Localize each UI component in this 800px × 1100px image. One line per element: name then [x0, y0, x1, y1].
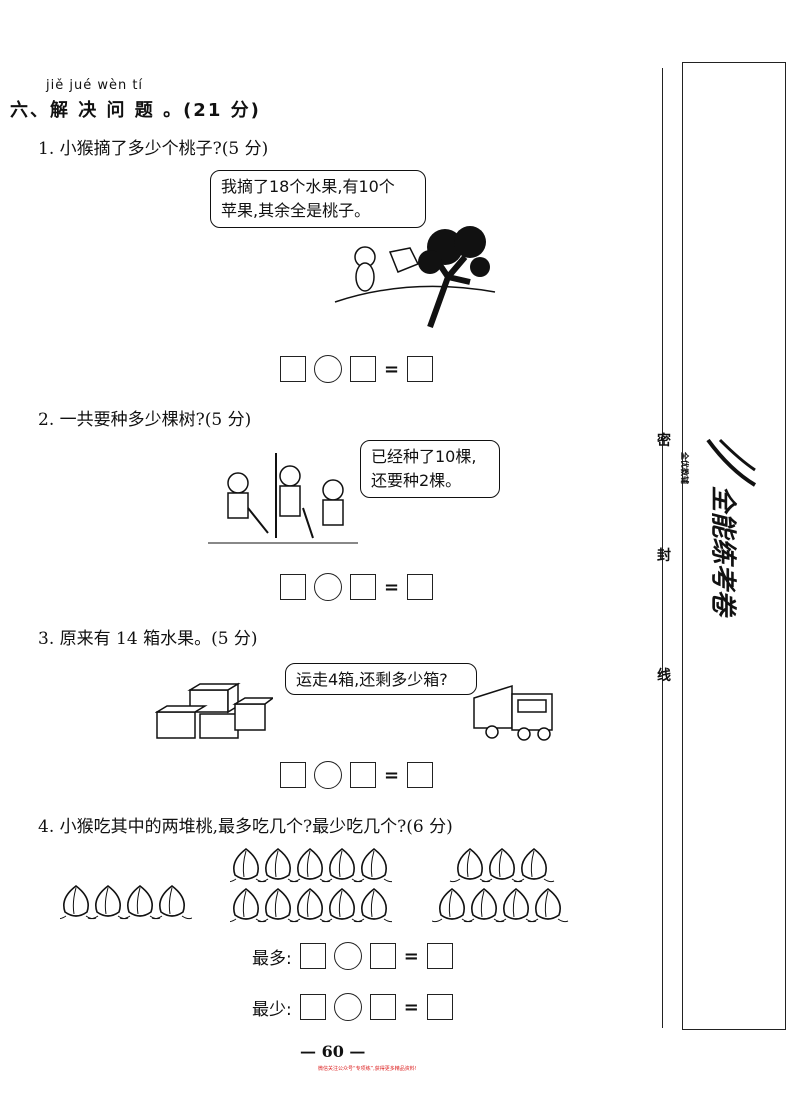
answer-box[interactable] [280, 762, 306, 788]
answer-box[interactable] [350, 762, 376, 788]
answer-box[interactable] [350, 574, 376, 600]
peach-icon [481, 847, 523, 883]
equals-sign: = [384, 576, 400, 598]
seal-char-2: 封 [657, 548, 671, 564]
footer-note: 微信关注公众号“专项练”,获得更多精品资料! [318, 1066, 417, 1072]
question-3: 3. 原来有 14 箱水果。(5 分) [38, 629, 258, 649]
publisher-logo-icon [706, 438, 757, 487]
peach-icon [432, 887, 473, 923]
peach-icon [60, 884, 97, 920]
equation-min: 最少: = [252, 993, 453, 1021]
operator-circle[interactable] [314, 573, 342, 601]
equals-sign: = [384, 764, 400, 786]
boxes-illustration [155, 682, 273, 739]
section-title: 六、解 决 问 题 。(21 分) [10, 100, 261, 121]
peach-icon [257, 847, 299, 883]
speech-bubble-3: 运走4箱,还剩多少箱? [285, 663, 477, 695]
equals-sign: = [403, 945, 419, 967]
bubble-2-line-2: 还要种2棵。 [371, 471, 462, 490]
brand-name: 全能练考卷 [650, 485, 800, 615]
peach-icon [289, 887, 331, 923]
operator-circle[interactable] [314, 761, 342, 789]
result-box[interactable] [426, 943, 453, 969]
page-number: — 60 — [300, 1042, 366, 1061]
title-pinyin: jiě jué wèn tí [46, 78, 144, 93]
peach-icon [230, 887, 267, 923]
peach-icon [289, 847, 331, 883]
answer-box[interactable] [369, 994, 396, 1020]
peach-icon [449, 847, 491, 883]
peach-icon [463, 887, 505, 923]
speech-bubble-2: 已经种了10棵, 还要种2棵。 [360, 440, 500, 498]
equation-1: = [280, 355, 434, 383]
answer-box[interactable] [299, 994, 326, 1020]
peach-pile-1 [60, 884, 192, 920]
answer-box[interactable] [350, 356, 376, 382]
result-box[interactable] [407, 762, 434, 788]
peach-icon [151, 884, 192, 920]
brand-text: 全能练考卷 [707, 484, 738, 616]
equation-max: 最多: = [252, 942, 453, 970]
answer-box[interactable] [369, 943, 396, 969]
publisher-logo-text: 全优教辅 [680, 452, 689, 484]
min-label: 最少: [252, 999, 292, 1020]
peach-icon [257, 887, 299, 923]
bubble-3-line-1: 运走4箱,还剩多少箱? [296, 670, 448, 689]
bubble-1-line-2: 苹果,其余全是桃子。 [221, 201, 371, 220]
peach-icon [513, 847, 555, 883]
bubble-1-line-1: 我摘了18个水果,有10个 [221, 177, 395, 196]
truck-icon [473, 684, 553, 741]
seal-char-1: 密 [657, 433, 671, 449]
operator-circle[interactable] [314, 355, 342, 383]
peach-pile-3 [432, 847, 569, 923]
equals-sign: = [403, 996, 419, 1018]
monkey-tree-illustration [334, 226, 496, 329]
result-box[interactable] [407, 356, 434, 382]
question-1: 1. 小猴摘了多少个桃子?(5 分) [38, 139, 269, 159]
peach-icon [495, 887, 537, 923]
peach-icon [119, 884, 161, 920]
peach-icon [321, 887, 363, 923]
peach-icon [353, 847, 392, 883]
speech-bubble-1: 我摘了18个水果,有10个 苹果,其余全是桃子。 [210, 170, 426, 228]
equation-2: = [280, 573, 434, 601]
children-planting-illustration [208, 453, 358, 544]
bubble-2-line-1: 已经种了10棵, [371, 447, 477, 466]
operator-circle[interactable] [333, 942, 362, 970]
question-2: 2. 一共要种多少棵树?(5 分) [38, 410, 252, 430]
answer-box[interactable] [280, 356, 306, 382]
answer-box[interactable] [299, 943, 326, 969]
peach-icon [87, 884, 129, 920]
result-box[interactable] [407, 574, 434, 600]
seal-line [662, 68, 663, 1028]
peach-icon [230, 847, 267, 883]
result-box[interactable] [426, 994, 453, 1020]
sidebar-frame [682, 62, 786, 1030]
peach-pile-2 [230, 847, 392, 923]
equals-sign: = [384, 358, 400, 380]
peach-icon [353, 887, 392, 923]
peach-icon [321, 847, 363, 883]
equation-3: = [280, 761, 434, 789]
seal-char-3: 线 [657, 668, 671, 684]
operator-circle[interactable] [333, 993, 362, 1021]
max-label: 最多: [252, 948, 292, 969]
peach-icon [527, 887, 569, 923]
question-4: 4. 小猴吃其中的两堆桃,最多吃几个?最少吃几个?(6 分) [38, 817, 453, 837]
answer-box[interactable] [280, 574, 306, 600]
